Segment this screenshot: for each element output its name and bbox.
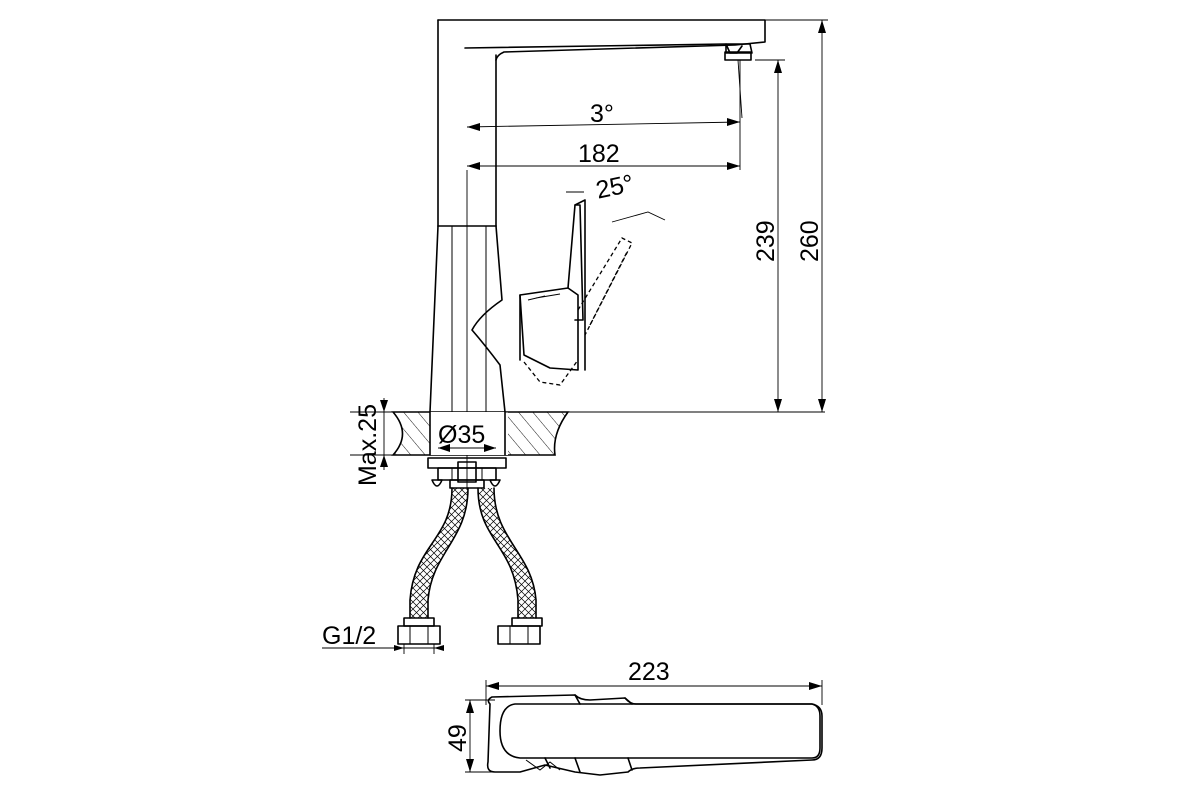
height-to-outlet-label: 239 — [752, 220, 780, 262]
supply-hoses — [397, 487, 543, 645]
top-width-label: 49 — [444, 724, 472, 752]
total-height-label: 260 — [796, 220, 824, 262]
max-thickness-label: Max.25 — [354, 404, 382, 486]
faucet-side-view — [350, 19, 825, 645]
spout-reach-label: 182 — [578, 140, 620, 168]
thread-size-label: G1/2 — [322, 622, 376, 650]
spout — [437, 19, 766, 61]
hole-diameter-label: Ø35 — [438, 421, 485, 449]
faucet-base — [429, 225, 506, 413]
dimension-lines — [322, 19, 828, 773]
lever-angle-label: 25° — [593, 169, 636, 204]
lever-handle — [519, 199, 586, 371]
top-view-outline — [486, 694, 823, 776]
spout-angle-label: 3° — [590, 100, 614, 128]
faucet-body — [437, 19, 497, 227]
faucet-top-view — [486, 694, 823, 776]
top-length-label: 223 — [628, 658, 670, 686]
lever-rotated-outline — [523, 237, 633, 386]
